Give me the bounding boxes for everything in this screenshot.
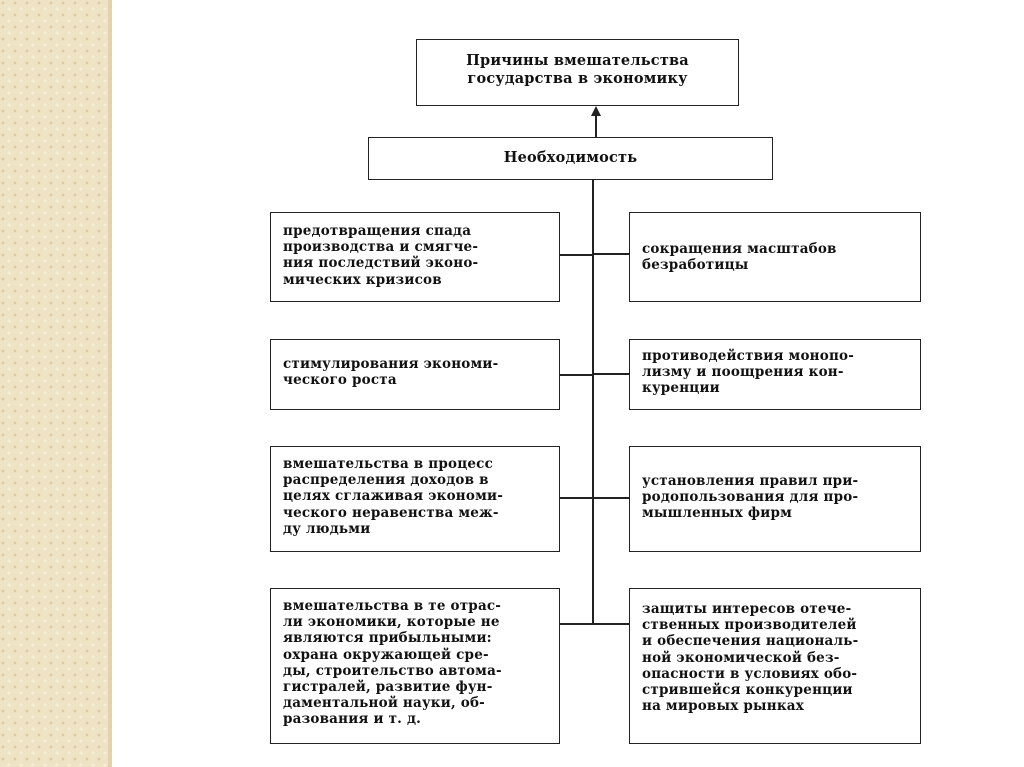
decorative-side-border xyxy=(108,0,112,767)
left-box-3: вмешательства в процесс распределения до… xyxy=(270,446,560,552)
left-box-4: вмешательства в те отрас- ли экономики, … xyxy=(270,588,560,744)
connector-left-2 xyxy=(560,374,594,376)
left-box-2-text: стимулирования экономи- ческого роста xyxy=(283,356,499,389)
decorative-side-pattern xyxy=(0,0,108,767)
connector-left-3 xyxy=(560,497,594,499)
right-box-2-text: противодействия монопо- лизму и поощрени… xyxy=(642,348,855,397)
need-label: Необходимость xyxy=(503,149,638,166)
need-box: Необходимость xyxy=(368,137,773,180)
connector-left-4 xyxy=(560,623,594,625)
diagram-title-box: Причины вмешательства государства в экон… xyxy=(416,39,739,106)
right-box-1: сокращения масштабов безработицы xyxy=(629,212,921,302)
connector-right-3 xyxy=(594,497,629,499)
right-box-2: противодействия монопо- лизму и поощрени… xyxy=(629,339,921,410)
right-box-3-text: установления правил при- родопользования… xyxy=(642,473,859,522)
arrow-head-up xyxy=(591,106,601,116)
left-box-2: стимулирования экономи- ческого роста xyxy=(270,339,560,410)
right-box-1-text: сокращения масштабов безработицы xyxy=(642,241,837,274)
right-box-4: защиты интересов отече- ственных произво… xyxy=(629,588,921,744)
left-box-1-text: предотвращения спада производства и смяг… xyxy=(283,223,479,288)
connector-left-1 xyxy=(560,254,594,256)
right-box-3: установления правил при- родопользования… xyxy=(629,446,921,552)
left-box-3-text: вмешательства в процесс распределения до… xyxy=(283,456,504,537)
connector-main-trunk xyxy=(592,180,594,625)
connector-right-4 xyxy=(594,623,629,625)
diagram-title: Причины вмешательства государства в экон… xyxy=(466,52,689,87)
left-box-1: предотвращения спада производства и смяг… xyxy=(270,212,560,302)
right-box-4-text: защиты интересов отече- ственных произво… xyxy=(642,601,859,715)
connector-right-2 xyxy=(594,373,629,375)
left-box-4-text: вмешательства в те отрас- ли экономики, … xyxy=(283,598,502,728)
connector-title-need xyxy=(595,112,597,137)
connector-right-1 xyxy=(594,253,629,255)
